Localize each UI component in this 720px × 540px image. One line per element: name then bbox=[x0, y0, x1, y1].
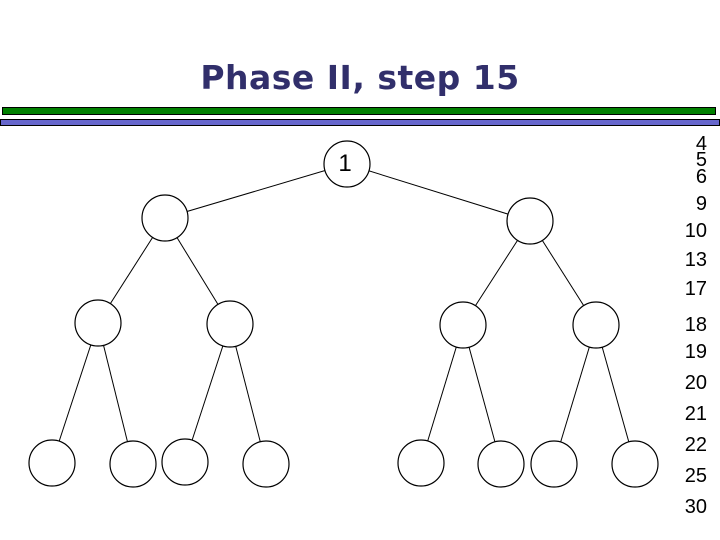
sorted-value: 4 bbox=[695, 133, 707, 155]
tree-node bbox=[206, 300, 254, 348]
tree-leaf-node bbox=[530, 440, 578, 488]
sorted-value: 21 bbox=[684, 403, 707, 425]
sorted-value: 6 bbox=[695, 166, 707, 188]
tree-leaf-node bbox=[477, 440, 525, 488]
tree-node bbox=[572, 301, 620, 349]
sorted-value: 22 bbox=[684, 434, 707, 456]
sorted-value: 9 bbox=[695, 193, 707, 215]
tree-leaf-node bbox=[109, 440, 157, 488]
page-title: Phase II, step 15 bbox=[200, 58, 520, 97]
tree-nodes bbox=[28, 140, 659, 488]
sorted-value: 20 bbox=[684, 372, 707, 394]
tree-leaf-node bbox=[397, 439, 445, 487]
sorted-value: 30 bbox=[684, 496, 707, 518]
sorted-value: 17 bbox=[684, 278, 707, 300]
root-node-label: 1 bbox=[338, 150, 352, 177]
tree-node bbox=[74, 299, 122, 347]
sorted-value: 13 bbox=[684, 249, 707, 271]
sorted-value: 19 bbox=[684, 341, 707, 363]
tree-node bbox=[439, 301, 487, 349]
tree-node-root bbox=[323, 140, 371, 188]
tree-node bbox=[506, 197, 554, 245]
tree-leaf-node bbox=[161, 438, 209, 486]
sorted-value: 18 bbox=[684, 314, 707, 336]
divider-green-bar bbox=[2, 107, 716, 115]
tree-leaf-node bbox=[242, 440, 290, 488]
tree-leaf-node bbox=[611, 440, 659, 488]
sorted-value: 25 bbox=[684, 465, 707, 487]
tree-node bbox=[141, 194, 189, 242]
tree-leaf-node bbox=[28, 439, 76, 487]
sorted-value: 5 bbox=[695, 149, 707, 171]
sorted-value: 10 bbox=[684, 220, 707, 242]
